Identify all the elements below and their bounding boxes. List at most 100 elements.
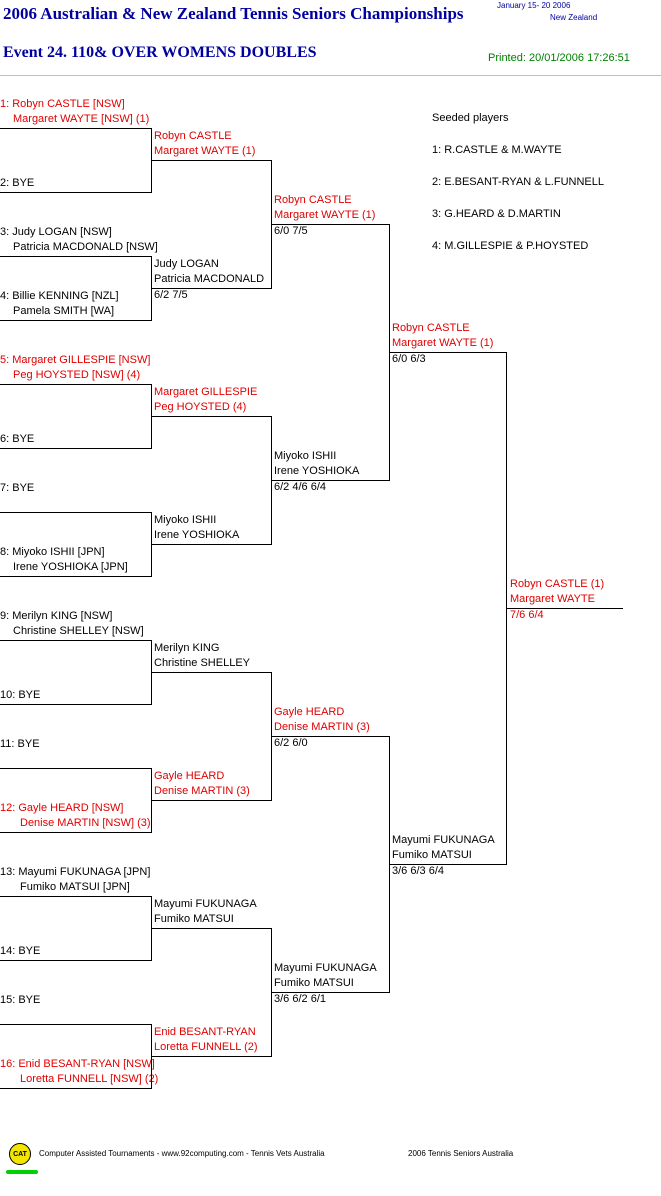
- seed-entry: 3: G.HEARD & D.MARTIN: [432, 208, 561, 220]
- round2-entry-line1: Mayumi FUKUNAGA: [154, 898, 257, 910]
- round3-entry-line1: Gayle HEARD: [274, 706, 345, 718]
- round2-entry-line1: Margaret GILLESPIE: [154, 386, 258, 398]
- round3-entry-line2: Fumiko MATSUI: [274, 977, 354, 989]
- bracket-connector: [151, 512, 152, 577]
- bracket-connector: [151, 768, 152, 833]
- round3-score: 6/0 7/5: [274, 225, 308, 237]
- seed-entry: 1: R.CASTLE & M.WAYTE: [432, 144, 562, 156]
- bracket-connector: [151, 128, 152, 193]
- bracket-line: [0, 832, 152, 833]
- round2-entry-line1: Gayle HEARD: [154, 770, 225, 782]
- bracket-connector: [151, 256, 152, 321]
- bracket-line: [152, 160, 272, 161]
- round1-entry-line1: 8: Miyoko ISHII [JPN]: [0, 546, 105, 558]
- round2-entry-line2: Irene YOSHIOKA: [154, 529, 240, 541]
- round1-entry-line2: Peg HOYSTED [NSW] (4): [13, 369, 141, 381]
- bracket-line: [0, 256, 152, 257]
- bracket-line: [0, 1024, 152, 1025]
- bracket-line: [152, 928, 272, 929]
- final-score: 7/6 6/4: [510, 609, 544, 621]
- round1-entry-line2: Loretta FUNNELL [NSW] (2): [20, 1073, 159, 1085]
- bracket-connector: [389, 224, 390, 481]
- round1-entry-line1: 14: BYE: [0, 945, 41, 957]
- bracket-line: [0, 960, 152, 961]
- tournament-country: New Zealand: [550, 13, 598, 22]
- round1-entry-line1: 12: Gayle HEARD [NSW]: [0, 802, 124, 814]
- bracket-connector: [506, 352, 507, 865]
- bracket-connector: [271, 160, 272, 289]
- bracket-line: [152, 672, 272, 673]
- round4-entry-line2: Margaret WAYTE (1): [392, 337, 494, 349]
- bracket-connector: [151, 1024, 152, 1089]
- round1-entry-line1: 5: Margaret GILLESPIE [NSW]: [0, 354, 151, 366]
- round3-entry-line1: Robyn CASTLE: [274, 194, 352, 206]
- bracket-line: [0, 768, 152, 769]
- round2-entry-line2: Fumiko MATSUI: [154, 913, 234, 925]
- round1-entry-line2: Patricia MACDONALD [NSW]: [13, 241, 158, 253]
- bracket-line: [390, 352, 506, 353]
- round1-entry-line1: 4: Billie KENNING [NZL]: [0, 290, 119, 302]
- bracket-connector: [271, 672, 272, 801]
- round1-entry-line1: 1: Robyn CASTLE [NSW]: [0, 98, 125, 110]
- round3-entry-line1: Miyoko ISHII: [274, 450, 337, 462]
- round2-entry-line1: Enid BESANT-RYAN: [154, 1026, 256, 1038]
- bracket-line: [0, 576, 152, 577]
- event-title: Event 24. 110& OVER WOMENS DOUBLES: [3, 44, 317, 61]
- bracket-line: [272, 992, 390, 993]
- seed-entry: 2: E.BESANT-RYAN & L.FUNNELL: [432, 176, 604, 188]
- round2-entry-line2: Patricia MACDONALD: [154, 273, 265, 285]
- bracket-line: [152, 288, 272, 289]
- round3-entry-line2: Denise MARTIN (3): [274, 721, 370, 733]
- tournament-title: 2006 Australian & New Zealand Tennis Sen…: [3, 4, 464, 23]
- round1-entry-line1: 11: BYE: [0, 738, 40, 750]
- tournament-dates: January 15- 20 2006: [497, 1, 571, 10]
- round3-score: 3/6 6/2 6/1: [274, 993, 326, 1005]
- footer-credit: Computer Assisted Tournaments - www.92co…: [39, 1149, 325, 1158]
- round1-entry-line2: Irene YOSHIOKA [JPN]: [13, 561, 128, 573]
- bracket-connector: [151, 640, 152, 705]
- bracket-line: [152, 544, 272, 545]
- bracket-line: [0, 128, 152, 129]
- cat-logo: CAT: [9, 1143, 31, 1165]
- final-entry-line2: Margaret WAYTE: [510, 593, 595, 605]
- round1-entry-line1: 7: BYE: [0, 482, 35, 494]
- bracket-line: [0, 448, 152, 449]
- round2-entry-line2: Denise MARTIN (3): [154, 785, 250, 797]
- round4-score: 6/0 6/3: [392, 353, 426, 365]
- bracket-connector: [151, 896, 152, 961]
- bracket-line: [0, 896, 152, 897]
- seed-entry: 4: M.GILLESPIE & P.HOYSTED: [432, 240, 589, 252]
- round1-entry-line1: 9: Merilyn KING [NSW]: [0, 610, 113, 622]
- bracket-line: [0, 192, 152, 193]
- round2-entry-line2: Margaret WAYTE (1): [154, 145, 256, 157]
- round4-entry-line1: Mayumi FUKUNAGA: [392, 834, 495, 846]
- round2-entry-line2: Christine SHELLEY: [154, 657, 250, 669]
- round1-entry-line2: Pamela SMITH [WA]: [13, 305, 115, 317]
- round3-score: 6/2 6/0: [274, 737, 308, 749]
- header-divider: [0, 75, 661, 76]
- bracket-line: [272, 480, 390, 481]
- round1-entry-line2: Denise MARTIN [NSW] (3): [20, 817, 151, 829]
- bracket-line: [152, 1056, 272, 1057]
- round1-entry-line1: 16: Enid BESANT-RYAN [NSW]: [0, 1058, 155, 1070]
- round4-entry-line2: Fumiko MATSUI: [392, 849, 472, 861]
- bracket-line: [0, 320, 152, 321]
- round1-entry-line1: 15: BYE: [0, 994, 41, 1006]
- round2-entry-line2: Loretta FUNNELL (2): [154, 1041, 258, 1053]
- bracket-connector: [151, 384, 152, 449]
- round3-entry-line2: Margaret WAYTE (1): [274, 209, 376, 221]
- seeded-players-heading: Seeded players: [432, 112, 509, 124]
- round2-entry-line1: Miyoko ISHII: [154, 514, 217, 526]
- bracket-line: [0, 1088, 152, 1089]
- round3-entry-line2: Irene YOSHIOKA: [274, 465, 360, 477]
- bracket-line: [152, 800, 272, 801]
- cat-logo-underline: [6, 1170, 38, 1174]
- bracket-line: [272, 736, 390, 737]
- footer-event: 2006 Tennis Seniors Australia: [408, 1149, 514, 1158]
- round4-score: 3/6 6/3 6/4: [392, 865, 444, 877]
- bracket-line: [0, 512, 152, 513]
- round2-entry-line1: Judy LOGAN: [154, 258, 219, 270]
- round3-score: 6/2 4/6 6/4: [274, 481, 326, 493]
- bracket-connector: [271, 928, 272, 1057]
- round1-entry-line1: 13: Mayumi FUKUNAGA [JPN]: [0, 866, 151, 878]
